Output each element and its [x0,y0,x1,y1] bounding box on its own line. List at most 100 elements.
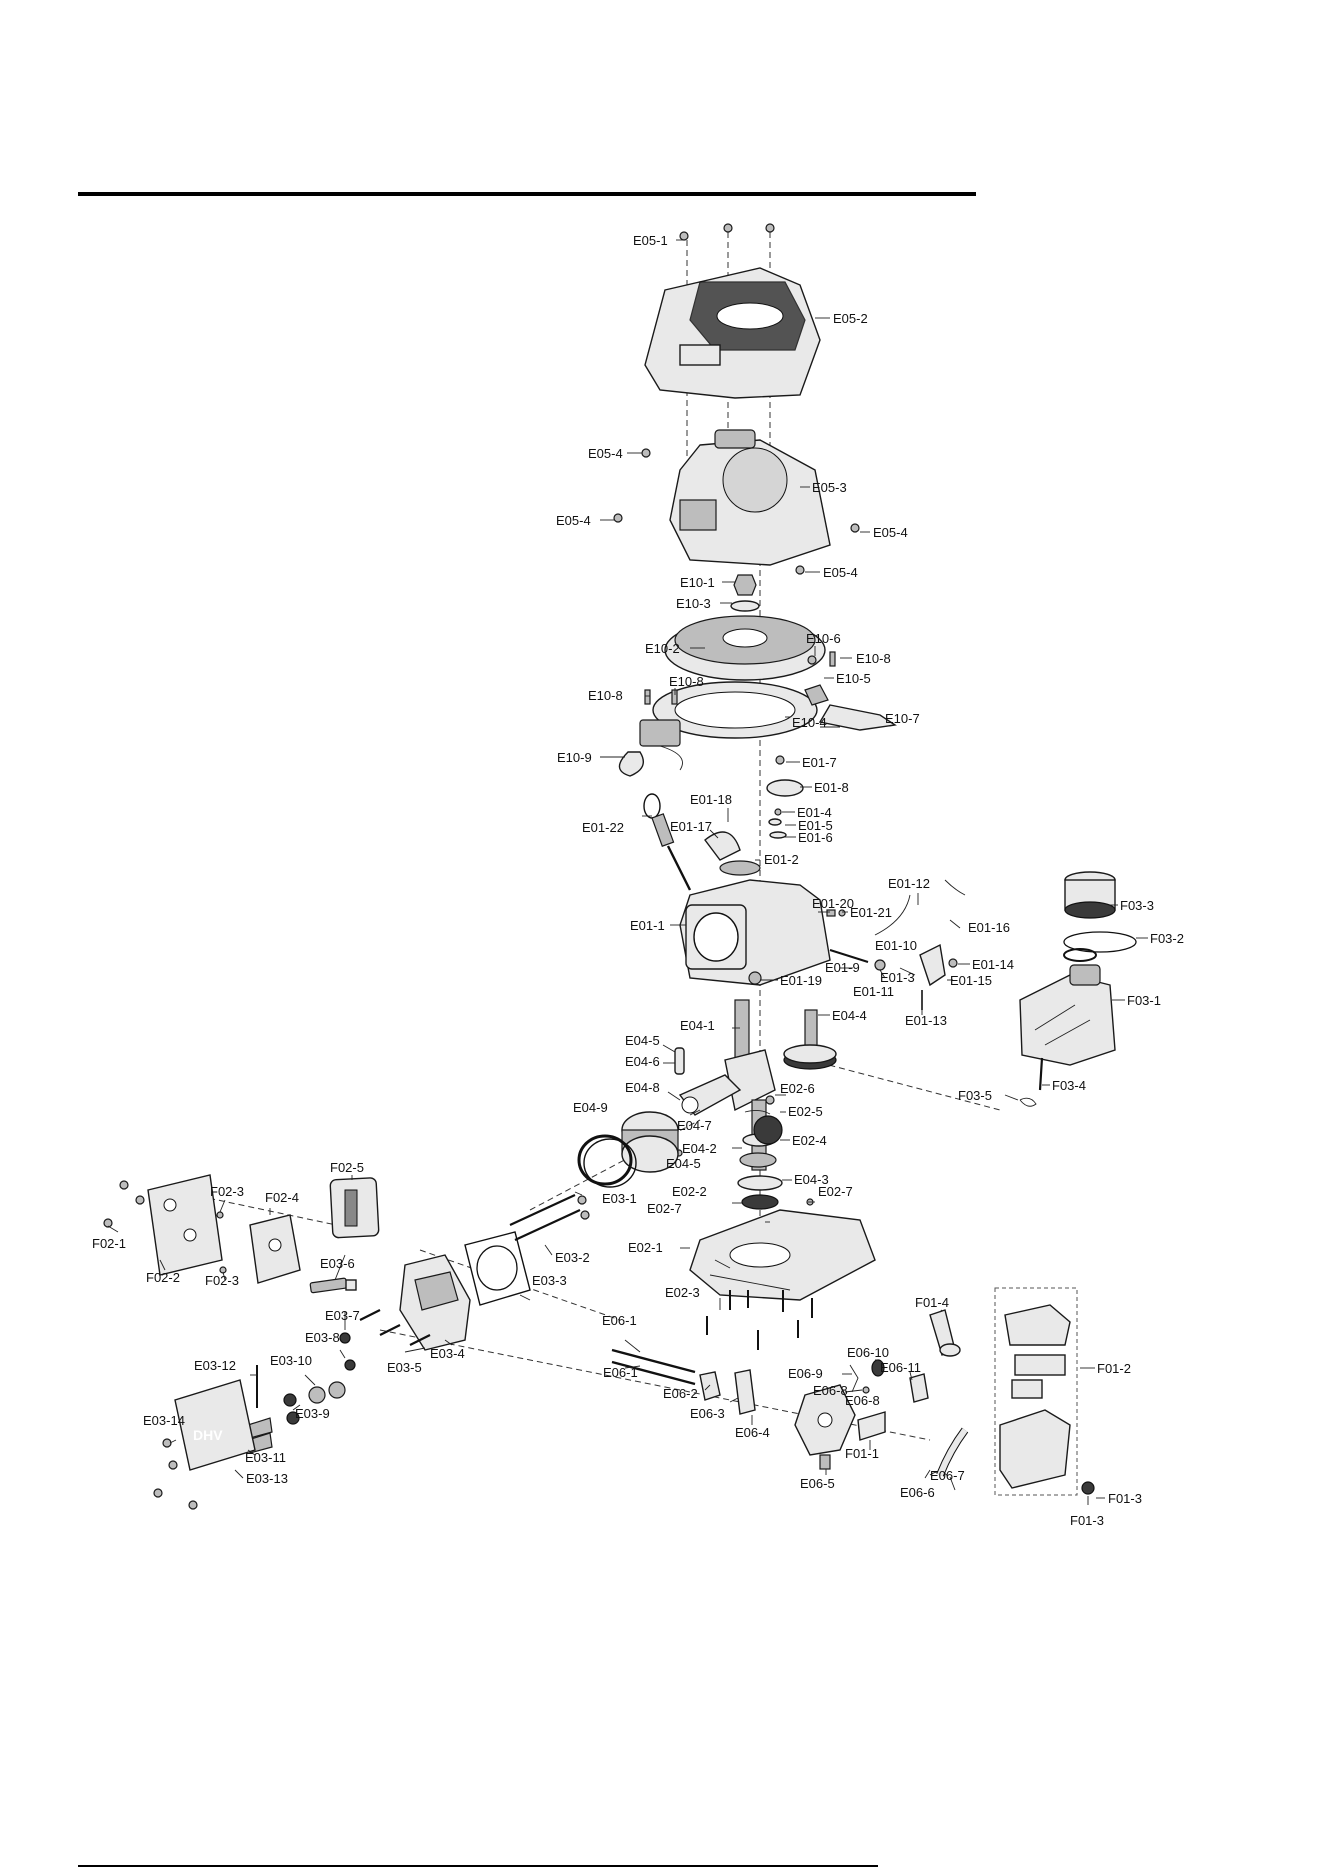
label-E05-2: E05-2 [833,311,868,326]
label-E02-5: E02-5 [788,1104,823,1119]
label-F03-5: F03-5 [958,1088,992,1103]
ignition-coil [618,719,683,777]
logo-text: DHV [193,1427,223,1443]
oil-dipstick [643,793,692,891]
governor-linkage [748,879,966,1010]
label-E10-3: E10-3 [676,596,711,611]
label-E02-7-a: E02-7 [818,1184,853,1199]
label-E03-2: E03-2 [555,1250,590,1265]
crankcase-cover-plate [766,755,804,839]
label-E06-6: E06-6 [900,1485,935,1500]
label-E10-8-a: E10-8 [856,651,891,666]
label-E06-11: E06-11 [880,1360,921,1375]
label-E01-15: E01-15 [950,973,992,988]
label-E03-1: E03-1 [602,1191,637,1206]
label-E06-3: E06-3 [690,1406,725,1421]
label-E01-2: E01-2 [764,852,799,867]
muffler [249,1214,301,1284]
label-E02-1: E02-1 [628,1240,663,1255]
label-E06-10: E06-10 [847,1345,889,1360]
label-E05-3: E05-3 [812,480,847,495]
label-E06-5: E06-5 [800,1476,835,1491]
label-E10-1: E10-1 [680,575,715,590]
label-F01-4: F01-4 [915,1295,949,1310]
label-E02-6: E02-6 [780,1081,815,1096]
blower-housing-cover [644,267,821,399]
fuel-tank-gasket [1063,931,1137,962]
fuel-line [936,1427,969,1477]
label-F01-3-a: F01-3 [1108,1491,1142,1506]
label-E02-4: E02-4 [792,1133,827,1148]
label-E01-17: E01-17 [670,819,712,834]
camshaft-gear [783,1009,837,1070]
label-E01-13: E01-13 [905,1013,947,1028]
governor-gear [744,1095,783,1145]
label-E06-9: E06-9 [788,1366,823,1381]
label-E01-16: E01-16 [968,920,1010,935]
label-E04-8: E04-8 [625,1080,660,1095]
flywheel-ring [652,681,818,739]
muffler-heat-shield [103,1174,227,1276]
label-E02-7-b: E02-7 [647,1201,682,1216]
sump-bolts [706,1290,813,1350]
label-E01-5: E01-5 [798,818,833,833]
label-E03-6: E03-6 [320,1256,355,1271]
fan-housing [669,429,831,566]
label-E04-1: E04-1 [680,1018,715,1033]
label-E01-8: E01-8 [814,780,849,795]
label-E03-8: E03-8 [305,1330,340,1345]
carburettor [794,1384,856,1470]
label-E03-4: E03-4 [430,1346,465,1361]
label-E06-4: E06-4 [735,1425,770,1440]
label-E05-4-a: E05-4 [588,446,623,461]
label-E03-7: E03-7 [325,1308,360,1323]
label-E04-5-a: E04-5 [625,1033,660,1048]
label-E04-2: E04-2 [682,1141,717,1156]
label-E01-12: E01-12 [888,876,930,891]
header-rule [78,192,976,196]
label-F01-1: F01-1 [845,1446,879,1461]
label-F02-2: F02-2 [146,1270,180,1285]
choke-linkage [849,1359,949,1477]
label-F03-1: F03-1 [1127,993,1161,1008]
fuel-tank-cap [1064,871,1116,919]
oil-sump [689,1209,876,1301]
label-E06-1-a: E06-1 [602,1313,637,1328]
label-E10-7: E10-7 [885,711,920,726]
label-E03-14: E03-14 [143,1413,185,1428]
label-F02-1: F02-1 [92,1236,126,1251]
valve-train [247,1332,356,1454]
label-E03-11: E03-11 [245,1450,286,1465]
label-E06-8-b: E06-8 [845,1393,880,1408]
label-E01-6: E01-6 [798,830,833,845]
label-E06-1-b: E06-1 [603,1365,638,1380]
label-E01-10: E01-10 [875,938,917,953]
label-E01-7: E01-7 [802,755,837,770]
label-E03-3: E03-3 [532,1273,567,1288]
label-E01-1: E01-1 [630,918,665,933]
label-E10-5: E10-5 [836,671,871,686]
label-E10-9: E10-9 [557,750,592,765]
label-E05-4-b: E05-4 [556,513,591,528]
air-filter-group-box [994,1287,1078,1496]
label-E03-9: E03-9 [295,1406,330,1421]
piston-rings [577,1134,637,1188]
carb-gasket [699,1369,756,1415]
label-E10-8-b: E10-8 [669,674,704,689]
label-E03-12: E03-12 [194,1358,236,1373]
label-E10-8-c: E10-8 [588,688,623,703]
head-bolts [359,1194,590,1346]
label-F02-5: F02-5 [330,1160,364,1175]
cylinder-head [399,1254,471,1351]
label-E01-22: E01-22 [582,820,624,835]
label-E04-7: E04-7 [677,1118,712,1133]
label-E01-9: E01-9 [825,960,860,975]
label-E01-3: E01-3 [880,970,915,985]
label-E04-6: E04-6 [625,1054,660,1069]
spark-plug [309,1277,357,1294]
label-F01-3-b: F01-3 [1070,1513,1104,1528]
label-F02-4: F02-4 [265,1190,299,1205]
label-E01-21: E01-21 [850,905,892,920]
label-F03-3: F03-3 [1120,898,1154,913]
